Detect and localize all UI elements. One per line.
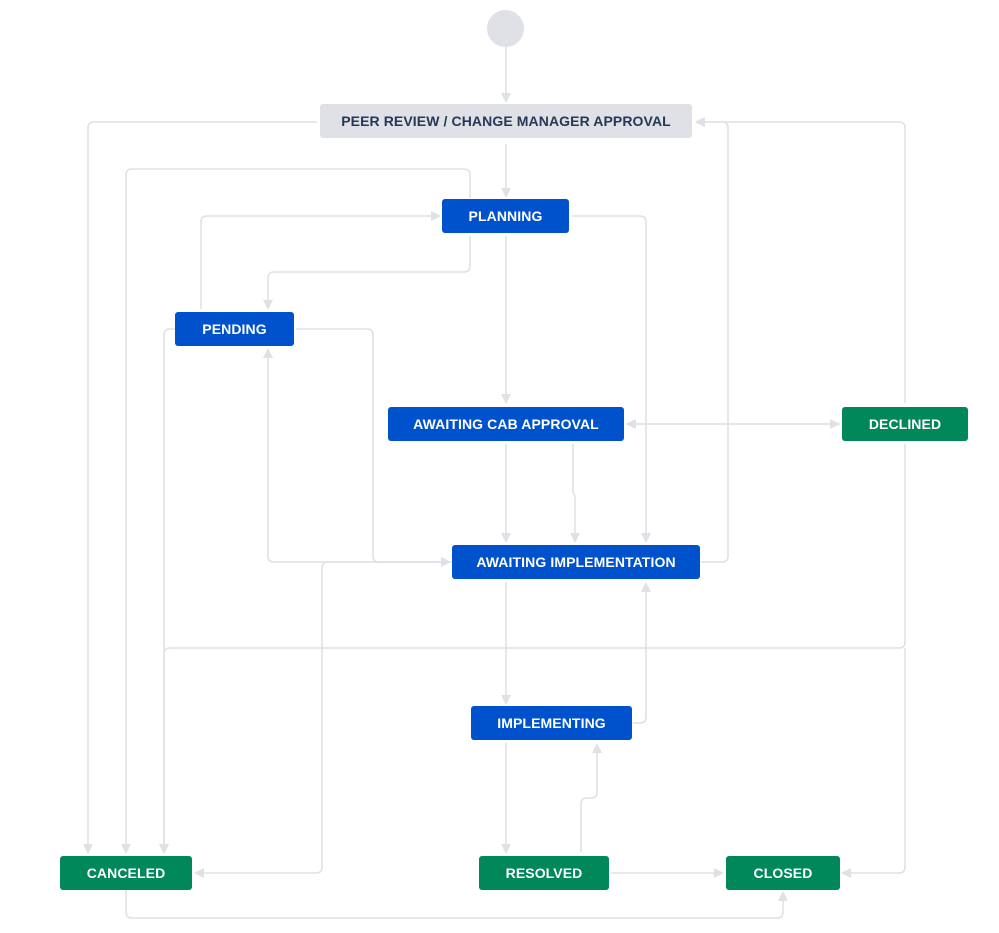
edge-pending-canceled — [159, 328, 175, 854]
status-awaiting-implementation[interactable]: AWAITING IMPLEMENTATION — [452, 545, 700, 579]
edge-declined-canceled — [159, 444, 906, 854]
edge-awaiting-impl-canceled — [194, 561, 451, 878]
edge-pending-awaiting-impl — [296, 328, 451, 567]
status-declined[interactable]: DECLINED — [842, 407, 968, 441]
status-awaiting-cab-approval[interactable]: AWAITING CAB APPROVAL — [388, 407, 624, 441]
edge-canceled-closed — [125, 890, 788, 919]
edge-declined-closed — [841, 648, 906, 878]
edge-peer-review-canceled — [83, 121, 317, 854]
status-closed[interactable]: CLOSED — [726, 856, 840, 890]
status-planning[interactable]: PLANNING — [442, 199, 569, 233]
edge-planning-pending — [263, 236, 471, 310]
edge-declined-peer-review — [695, 117, 906, 403]
start-node — [487, 10, 524, 47]
edge-planning-awaiting-impl — [572, 215, 651, 543]
status-peer-review[interactable]: PEER REVIEW / CHANGE MANAGER APPROVAL — [320, 104, 692, 138]
status-implementing[interactable]: IMPLEMENTING — [471, 706, 632, 740]
status-pending[interactable]: PENDING — [175, 312, 294, 346]
status-canceled[interactable]: CANCELED — [60, 856, 192, 890]
edge-implementing-awaiting-impl — [633, 582, 651, 724]
status-resolved[interactable]: RESOLVED — [479, 856, 609, 890]
edge-pending-planning — [200, 211, 441, 309]
edge-awaiting-impl-pending — [263, 348, 451, 563]
edge-resolved-implementing — [580, 743, 602, 852]
edge-awaiting-cab-awaiting-impl-2 — [570, 444, 580, 543]
edge-awaiting-impl-peer-review — [695, 117, 729, 563]
edge-planning-canceled — [121, 168, 471, 854]
